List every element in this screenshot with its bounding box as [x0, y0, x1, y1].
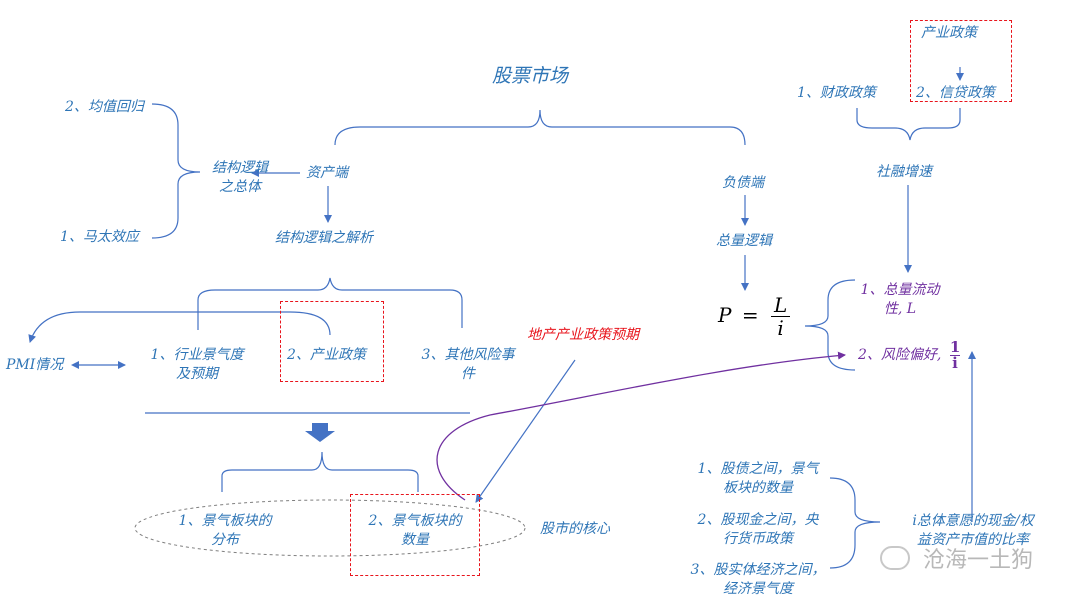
prosperity-ellipse — [134, 499, 526, 557]
fiscal-policy: 1、财政政策 — [797, 85, 876, 101]
prosperity-brace — [221, 451, 419, 492]
formula: P = L i — [718, 294, 791, 339]
prosperity-count: 2、景气板块的 数量 — [368, 513, 462, 548]
risk-preference: 2、风险偏好, 1 i — [858, 338, 961, 372]
structure-overall: 结构逻辑 之总体 — [212, 160, 268, 195]
i-definition: i总体意愿的现金/权 益资产市值的比率 — [912, 513, 1034, 548]
structure-analysis: 结构逻辑之解析 — [275, 230, 373, 246]
total-liquidity: 1、总量流动 性, L — [860, 282, 940, 317]
analysis-brace — [197, 277, 463, 330]
industry-policy-top: 产业政策 — [921, 25, 977, 41]
industry-policy: 2、产业政策 — [287, 347, 366, 363]
watermark: 沧海一土狗 — [880, 542, 1033, 574]
top-policy-box — [910, 20, 1012, 102]
total-logic: 总量逻辑 — [716, 233, 772, 249]
pmi: PMI情况 — [6, 357, 64, 373]
purple-curve — [436, 351, 846, 501]
title: 股票市场 — [492, 65, 569, 87]
big-down-arrow-icon — [305, 423, 335, 442]
social-financing: 社融增速 — [876, 164, 932, 180]
industry-policy-box — [280, 301, 384, 382]
other-risk: 3、其他风险事 件 — [421, 347, 515, 382]
industry-prosperity: 1、行业景气度 及预期 — [150, 347, 244, 382]
ratio-brace — [829, 477, 881, 569]
mean-reversion: 2、均值回归 — [65, 99, 144, 115]
credit-policy: 2、信贷政策 — [916, 85, 995, 101]
stock-real-economy: 3、股实体经济之间， 经济景气度 — [690, 562, 826, 597]
prosperity-distribution: 1、景气板块的 分布 — [178, 513, 272, 548]
stock-bond: 1、股债之间，景气 板块的数量 — [697, 461, 819, 496]
right-brace — [804, 279, 856, 371]
asset-side: 资产端 — [306, 165, 348, 181]
liability-side: 负债端 — [722, 175, 764, 191]
market-core: 股市的核心 — [540, 521, 610, 537]
stock-cash: 2、股现金之间，央 行货币政策 — [697, 512, 819, 547]
fiscal-brace — [856, 108, 961, 141]
matthew-effect: 1、马太效应 — [60, 229, 139, 245]
left-brace — [151, 103, 201, 239]
real-estate-policy: 地产产业政策预期 — [527, 327, 639, 343]
top-brace — [334, 109, 746, 146]
prosperity-count-box — [350, 494, 480, 576]
wechat-icon — [880, 546, 910, 570]
